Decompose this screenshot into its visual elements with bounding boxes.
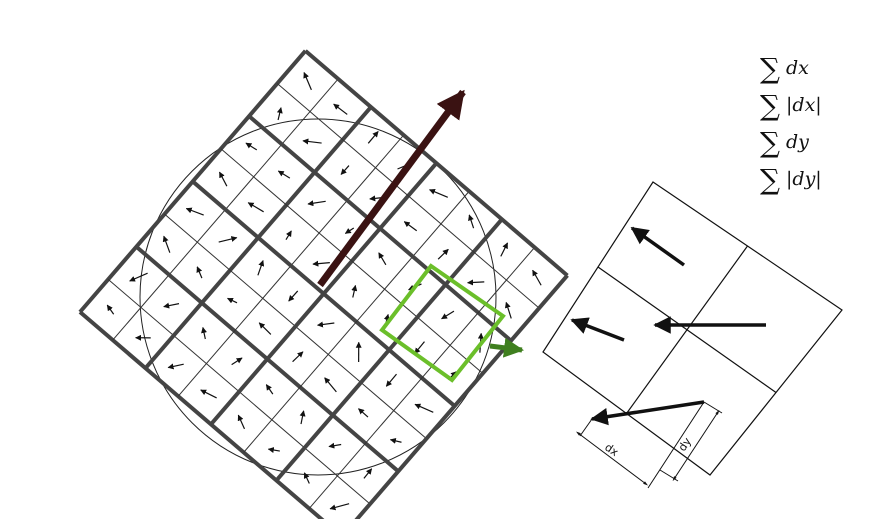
sample-arrow: [316, 321, 335, 328]
detail-outline: [542, 181, 843, 476]
sample-arrow: [324, 377, 337, 393]
grid-line: [220, 148, 484, 374]
sample-arrow: [302, 138, 322, 145]
dy-dimension-line: [672, 409, 720, 482]
sample-arrow: [363, 468, 373, 479]
gradient-vector-arrow: [590, 400, 705, 426]
sample-arrow: [403, 221, 418, 232]
sample-arrow: [532, 269, 542, 286]
sample-arrow: [389, 437, 402, 444]
sample-arrow: [162, 235, 171, 253]
sample-arrow: [437, 248, 449, 260]
sample-arrow: [245, 142, 258, 151]
orientation-arrow: [317, 89, 466, 288]
sample-arrow: [265, 384, 274, 395]
sample-arrow: [307, 200, 326, 207]
sample-arrow: [303, 71, 312, 91]
dim-tick: [579, 418, 593, 437]
sample-arrow: [358, 408, 369, 418]
formula-sum-abs-dx: ∑|dx|: [760, 89, 822, 122]
subregion-detail: [542, 181, 843, 489]
sample-arrow: [333, 103, 348, 115]
sample-arrow: [267, 447, 280, 453]
sample-arrow: [414, 341, 425, 355]
sigma-symbol: ∑: [760, 52, 780, 85]
sample-arrow: [468, 214, 475, 229]
formula-sum-abs-dy: ∑|dy|: [760, 163, 822, 196]
sample-arrow: [258, 322, 272, 335]
sum-formulas: ∑dx ∑|dx| ∑dy ∑|dy|: [760, 50, 870, 198]
grid-line: [354, 274, 569, 519]
grid-line: [274, 218, 504, 482]
dim-tick: [659, 469, 679, 482]
sample-arrow: [504, 301, 512, 319]
sample-arrow: [231, 357, 243, 366]
sample-arrow: [285, 230, 292, 240]
grid-line: [243, 190, 470, 453]
sample-arrow: [385, 373, 397, 387]
sample-arrow: [329, 503, 350, 511]
detail-divider: [597, 266, 777, 393]
sample-arrow: [257, 260, 265, 276]
sample-arrow: [367, 130, 379, 144]
sample-arrow: [106, 304, 115, 315]
sample-arrow: [441, 310, 455, 320]
sample-gradient-arrows: [106, 71, 542, 511]
grid-line: [209, 161, 438, 426]
sample-arrow: [288, 290, 299, 302]
grid-line: [308, 247, 535, 509]
highlighted-subregion: [379, 263, 506, 383]
dx-label: dx: [602, 441, 621, 460]
gradient-vector-arrow: [570, 317, 625, 342]
formula-sum-dy: ∑dy: [760, 126, 809, 159]
sample-arrow: [328, 442, 342, 449]
gradient-vector-arrow: [630, 226, 686, 267]
sample-arrow: [467, 279, 485, 286]
sample-arrow: [351, 284, 358, 298]
grid-line: [304, 49, 569, 277]
sample-arrow: [277, 170, 291, 179]
sample-arrow: [129, 272, 148, 282]
sample-arrow: [201, 326, 207, 340]
sample-arrow: [303, 472, 310, 484]
sample-arrow: [312, 260, 330, 267]
sample-arrow: [292, 351, 304, 363]
sample-arrow: [344, 227, 355, 234]
sample-arrow: [218, 236, 238, 243]
grid-line: [247, 114, 513, 343]
sigma-symbol: ∑: [760, 163, 780, 196]
sample-arrow: [185, 207, 204, 216]
sample-arrow: [163, 302, 180, 309]
sample-arrow: [276, 107, 283, 121]
sample-arrow: [218, 171, 228, 187]
sample-arrow: [237, 414, 246, 430]
sample-arrow: [299, 410, 306, 425]
sigma-symbol: ∑: [760, 126, 780, 159]
sigma-symbol: ∑: [760, 89, 780, 122]
sample-arrow: [340, 165, 350, 175]
sample-arrow: [414, 403, 434, 413]
grid-line: [276, 83, 540, 309]
sample-arrow: [227, 297, 238, 304]
sample-arrow: [247, 202, 264, 213]
sample-arrow: [429, 189, 449, 198]
sample-arrow: [378, 252, 387, 266]
formula-sum-dx: ∑dx: [760, 52, 809, 85]
sample-arrow: [196, 266, 203, 279]
zoom-direction-arrow: [489, 337, 524, 358]
sample-arrow: [167, 363, 184, 370]
sample-arrow: [500, 242, 509, 257]
dx-dimension-line: [576, 431, 648, 486]
sample-arrow: [200, 389, 217, 399]
descriptor-grid: [78, 49, 569, 519]
